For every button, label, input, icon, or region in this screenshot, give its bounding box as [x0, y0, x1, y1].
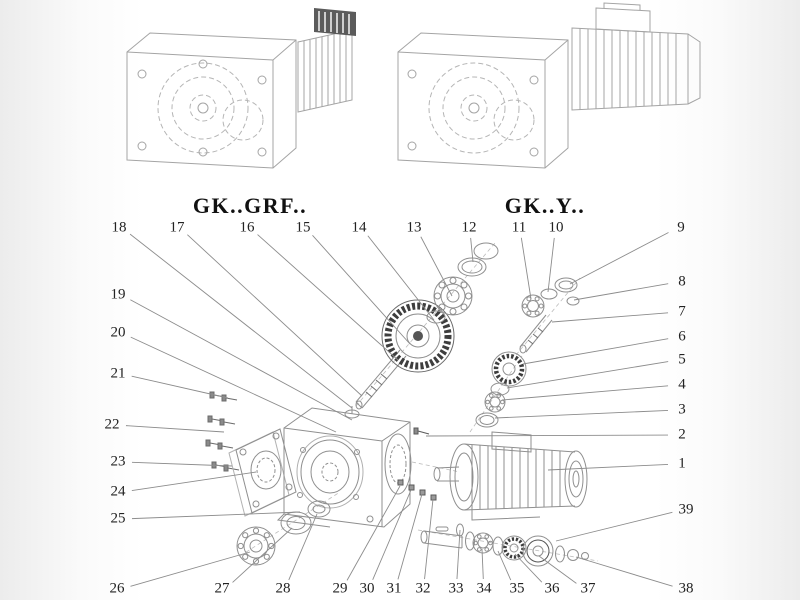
hidden-bore-circles: [157, 62, 264, 154]
leader-line-7: [551, 312, 669, 323]
drain-plug: [366, 515, 374, 523]
assembled-view-gk-grf: [126, 8, 356, 169]
leader-lines: [125, 232, 673, 587]
assembled-view-gk-y: [397, 2, 701, 169]
leader-line-30: [372, 489, 412, 581]
leader-line-14: [367, 235, 435, 321]
leader-line-37: [538, 555, 577, 584]
leader-line-31: [397, 493, 423, 580]
shaft-key: [435, 526, 449, 532]
leader-line-36: [514, 553, 543, 583]
leader-line-18: [129, 233, 353, 409]
pinion-shaft: [355, 349, 407, 410]
input-adapter-fins: [297, 29, 353, 113]
motor-foot: [471, 510, 541, 521]
terminal-box: [595, 7, 651, 33]
leader-line-33: [456, 529, 461, 580]
leader-line-23: [131, 461, 233, 467]
leader-line-4: [501, 385, 669, 401]
leader-line-12: [470, 237, 474, 263]
leader-line-20: [130, 336, 337, 433]
spacer-ring: [426, 310, 446, 324]
leader-line-6: [522, 338, 669, 365]
leader-line-10: [547, 237, 555, 293]
leader-line-32: [424, 498, 434, 580]
variant-label-gk-y: GK..Y..: [504, 193, 586, 218]
intermediate-gear-set: [475, 351, 527, 428]
leader-line-8: [573, 283, 669, 301]
leader-line-15: [312, 235, 411, 345]
leader-line-5: [506, 361, 669, 389]
leader-line-38: [575, 556, 673, 587]
leader-line-28: [288, 513, 318, 581]
housing-bolt: [413, 427, 430, 435]
electric-motor: [433, 431, 588, 521]
retaining-rings: [457, 242, 499, 277]
leader-line-24: [131, 471, 257, 492]
bolt-holes: [137, 59, 267, 157]
leader-line-29: [346, 485, 401, 581]
leader-line-13: [420, 236, 453, 297]
leader-line-2: [425, 434, 669, 437]
fan-cover-grille: [314, 8, 356, 36]
leader-line-19: [130, 299, 353, 421]
small-fasteners: [397, 479, 437, 501]
output-gear: [381, 299, 455, 373]
leader-line-22: [125, 425, 225, 433]
leader-line-17: [187, 234, 363, 397]
leader-line-3: [494, 409, 669, 419]
leader-line-35: [497, 550, 512, 581]
leader-line-39: [555, 511, 673, 542]
leader-line-9: [569, 232, 669, 285]
assembly-axis-lines: [239, 242, 599, 562]
leader-line-1: [547, 463, 669, 471]
leader-line-27: [232, 527, 293, 583]
gear-housing: [276, 406, 412, 528]
variant-label-gk-grf: GK..GRF..: [192, 193, 308, 218]
bolt-holes: [407, 69, 539, 157]
leader-line-34: [481, 548, 484, 580]
leader-line-26: [130, 551, 251, 587]
motor-body: [571, 2, 701, 111]
motor-terminal-box: [491, 431, 532, 453]
leader-line-11: [520, 237, 532, 300]
exploded-view: [205, 242, 599, 567]
leader-line-16: [257, 234, 399, 361]
leader-line-25: [131, 511, 301, 520]
output-flange-plate: [228, 428, 297, 517]
leader-line-21: [131, 375, 229, 399]
upper-bearing: [433, 276, 473, 316]
motor-end-cap: [687, 33, 701, 105]
output-shaft-assembly: [420, 523, 589, 567]
hidden-bore-circles: [428, 62, 535, 154]
